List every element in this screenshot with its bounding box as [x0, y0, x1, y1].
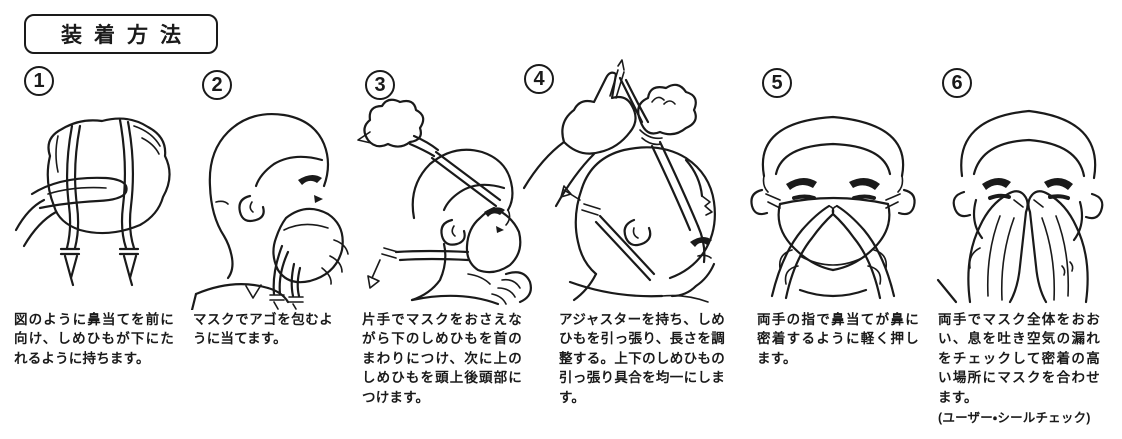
page-title: 装着方法: [24, 14, 218, 54]
step-6-illustration-seal-check: [936, 109, 1104, 304]
step-2-illustration-mask-on-chin: [190, 113, 349, 310]
step-4-number: 4: [524, 64, 554, 94]
step-1-illustration-hand-holding-mask: [14, 117, 171, 287]
step-5-caption-text: 両手の指で鼻当てが鼻に密着するように軽く押します。: [757, 312, 919, 366]
step-2-number: 2: [202, 70, 232, 100]
step-1-caption-text: 図のように鼻当てを前に向け、しめひもが下にたれるように持ちます。: [14, 312, 174, 366]
step-4-illustration-adjusting-strap: [522, 59, 716, 303]
step-4-caption-text: アジャスターを持ち、しめひもを引っ張り、長さを調整する。上下のしめひもの引っ張り…: [559, 312, 725, 405]
step-6-caption-text: 両手でマスク全体をおおい、息を吐き空気の漏れをチェックして密着の高い場所にマスク…: [938, 312, 1100, 405]
step-5-number: 5: [762, 68, 792, 98]
step-2-caption-text: マスクでアゴを包むように当てます。: [193, 312, 333, 347]
step-2-caption: マスクでアゴを包むように当てます。: [193, 310, 333, 349]
step-3-number: 3: [365, 70, 395, 100]
step-5-illustration-pressing-nosepiece: [750, 115, 916, 300]
step-3-caption-text: 片手でマスクをおさえながら下のしめひもを首のまわりにつけ、次に上のしめひもを頭上…: [362, 312, 522, 405]
step-5-caption: 両手の指で鼻当てが鼻に密着するように軽く押します。: [757, 310, 919, 368]
step-3-illustration-pulling-upper-strap: [357, 98, 532, 306]
step-1-number: 1: [24, 66, 54, 96]
step-6-caption: 両手でマスク全体をおおい、息を吐き空気の漏れをチェックして密着の高い場所にマスク…: [938, 310, 1100, 427]
step-3-caption: 片手でマスクをおさえながら下のしめひもを首のまわりにつけ、次に上のしめひもを頭上…: [362, 310, 522, 407]
step-1-caption: 図のように鼻当てを前に向け、しめひもが下にたれるように持ちます。: [14, 310, 174, 368]
step-6-number: 6: [942, 68, 972, 98]
step-6-seal-check-note: (ユーザー・シールチェック): [938, 411, 1091, 426]
step-4-caption: アジャスターを持ち、しめひもを引っ張り、長さを調整する。上下のしめひもの引っ張り…: [559, 310, 725, 407]
